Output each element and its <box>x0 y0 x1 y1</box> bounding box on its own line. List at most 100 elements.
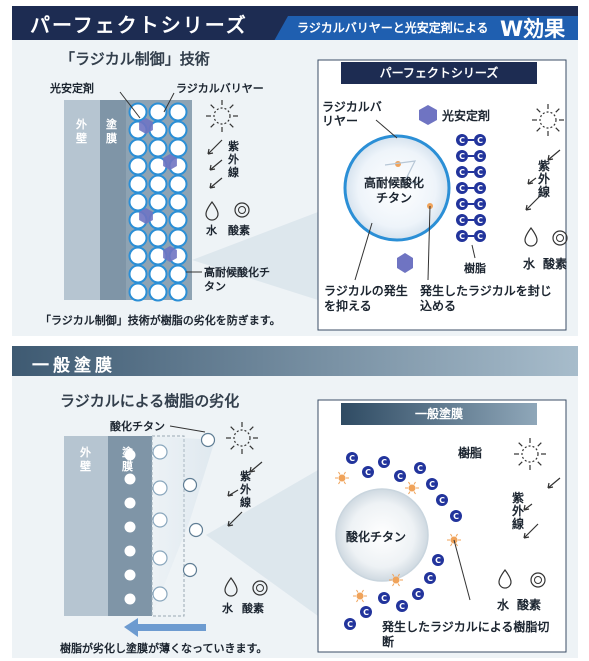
outer-wall-layer <box>64 100 100 300</box>
titanium-label: 酸化チタン <box>110 420 165 433</box>
resin-unit <box>474 230 486 242</box>
radical-control-title: 「ラジカル制御」技術 <box>60 50 210 68</box>
resin-unit-label: C <box>459 136 465 145</box>
light-stabilizer-hexagons <box>139 118 177 262</box>
barrier-leader-line <box>163 92 175 113</box>
box-uv-label: 紫外線 <box>512 491 525 531</box>
box-titanium-label: 高耐候酸化チタン <box>363 176 424 205</box>
resin-unit <box>474 198 486 210</box>
radical-spark <box>450 543 453 547</box>
stabilizer-hexagon <box>139 208 153 224</box>
radical-spark <box>338 481 341 485</box>
resin-unit-label: C <box>477 232 483 241</box>
barrier-particle <box>128 264 148 284</box>
stabilizer-leader-line <box>119 91 141 119</box>
perfect-box-title: パーフェクトシリーズ <box>341 62 537 84</box>
radical-dot <box>408 484 416 492</box>
box-barrier-leader <box>375 119 398 139</box>
radical-barrier-particles <box>128 102 188 302</box>
titanium-particles <box>124 432 216 605</box>
sun-core <box>521 445 539 463</box>
barrier-particle <box>148 192 168 212</box>
cut-leader <box>453 539 471 601</box>
titanium-particle-with-barrier <box>343 134 451 242</box>
resin-unit <box>456 198 468 210</box>
water-label: 水 <box>206 224 217 237</box>
water-label: 水 <box>222 602 233 615</box>
titanium-particle <box>124 545 136 557</box>
resin-unit-label: C <box>477 152 483 161</box>
titanium-particle <box>124 497 136 509</box>
radical-spark <box>361 589 364 593</box>
resin-unit-label: C <box>399 602 405 611</box>
sun-ray <box>229 104 234 109</box>
barrier-particle <box>168 282 188 302</box>
generated-radicals <box>335 471 461 603</box>
sun-icon <box>532 104 564 136</box>
resin-unit-label: C <box>453 512 459 521</box>
barrier-particle <box>128 102 148 122</box>
resin-unit-label: C <box>477 184 483 193</box>
resin-unit-label: C <box>477 136 483 145</box>
oxygen-label: 酸素 <box>228 224 250 237</box>
water-drop-icon <box>224 576 238 597</box>
titanium-particle <box>124 449 136 461</box>
sun-ray <box>518 461 523 466</box>
resin-unit <box>414 462 426 474</box>
uv-arrows-icon <box>227 461 263 527</box>
radical-spark <box>413 481 416 485</box>
sun-icon <box>226 422 258 454</box>
box-water-label: 水 <box>497 598 510 612</box>
titanium-particle <box>124 569 136 581</box>
titanium-particle <box>152 480 168 496</box>
box-suppress-label: ラジカルの発生を抑える <box>324 284 408 313</box>
general-box-title: 一般塗膜 <box>341 403 537 425</box>
scattered-particle <box>182 477 198 493</box>
resin-unit-label: C <box>459 232 465 241</box>
radical-spark <box>397 573 400 577</box>
oxygen-icon <box>252 580 268 596</box>
sun-core <box>539 111 557 129</box>
barrier-particle <box>148 282 168 302</box>
resin-unit-label: C <box>477 168 483 177</box>
coating-label: 塗膜 <box>106 118 117 145</box>
perfect-wall-diagram <box>64 91 202 302</box>
barrier-particle <box>128 138 148 158</box>
resin-unit-label: C <box>439 496 445 505</box>
resin-unit-label: C <box>435 556 441 565</box>
radical-dot <box>338 474 346 482</box>
barrier-particle <box>148 228 168 248</box>
resin-unit <box>360 606 372 618</box>
barrier-particle <box>148 138 168 158</box>
resin-unit <box>450 510 462 522</box>
resin-unit <box>394 470 406 482</box>
general-wall-diagram <box>64 425 216 617</box>
radical-spark <box>450 533 453 537</box>
titanium-particle <box>124 521 136 533</box>
box-stabilizer-hexagon <box>419 105 437 125</box>
radical-spark <box>413 491 416 495</box>
radical-path <box>384 160 424 186</box>
box-resin-cut-label: 発生したラジカルによる樹脂切断 <box>382 620 550 649</box>
degradation-caption: 樹脂が劣化し塗膜が薄くなっていきます。 <box>60 642 268 655</box>
outer-wall-layer <box>64 436 108 616</box>
resin-unit-label: C <box>381 594 387 603</box>
resin-leader <box>471 244 476 259</box>
sun-core <box>233 429 251 447</box>
resin-unit <box>346 452 358 464</box>
light-stabilizer-label: 光安定剤 <box>50 82 94 95</box>
oxygen-icon <box>530 572 546 588</box>
resin-unit-label: C <box>477 216 483 225</box>
resin-unit <box>378 592 390 604</box>
resin-unit <box>412 588 424 600</box>
radical-dot <box>356 592 364 600</box>
resin-unit-label: C <box>381 458 387 467</box>
resin-unit-label: C <box>417 464 423 473</box>
resin-unit-label: C <box>397 472 403 481</box>
titanium-particle <box>335 488 429 582</box>
sun-icon <box>514 438 546 470</box>
barrier-particle <box>148 102 168 122</box>
radical-spark <box>343 481 346 485</box>
trapped-radicals <box>384 160 433 209</box>
